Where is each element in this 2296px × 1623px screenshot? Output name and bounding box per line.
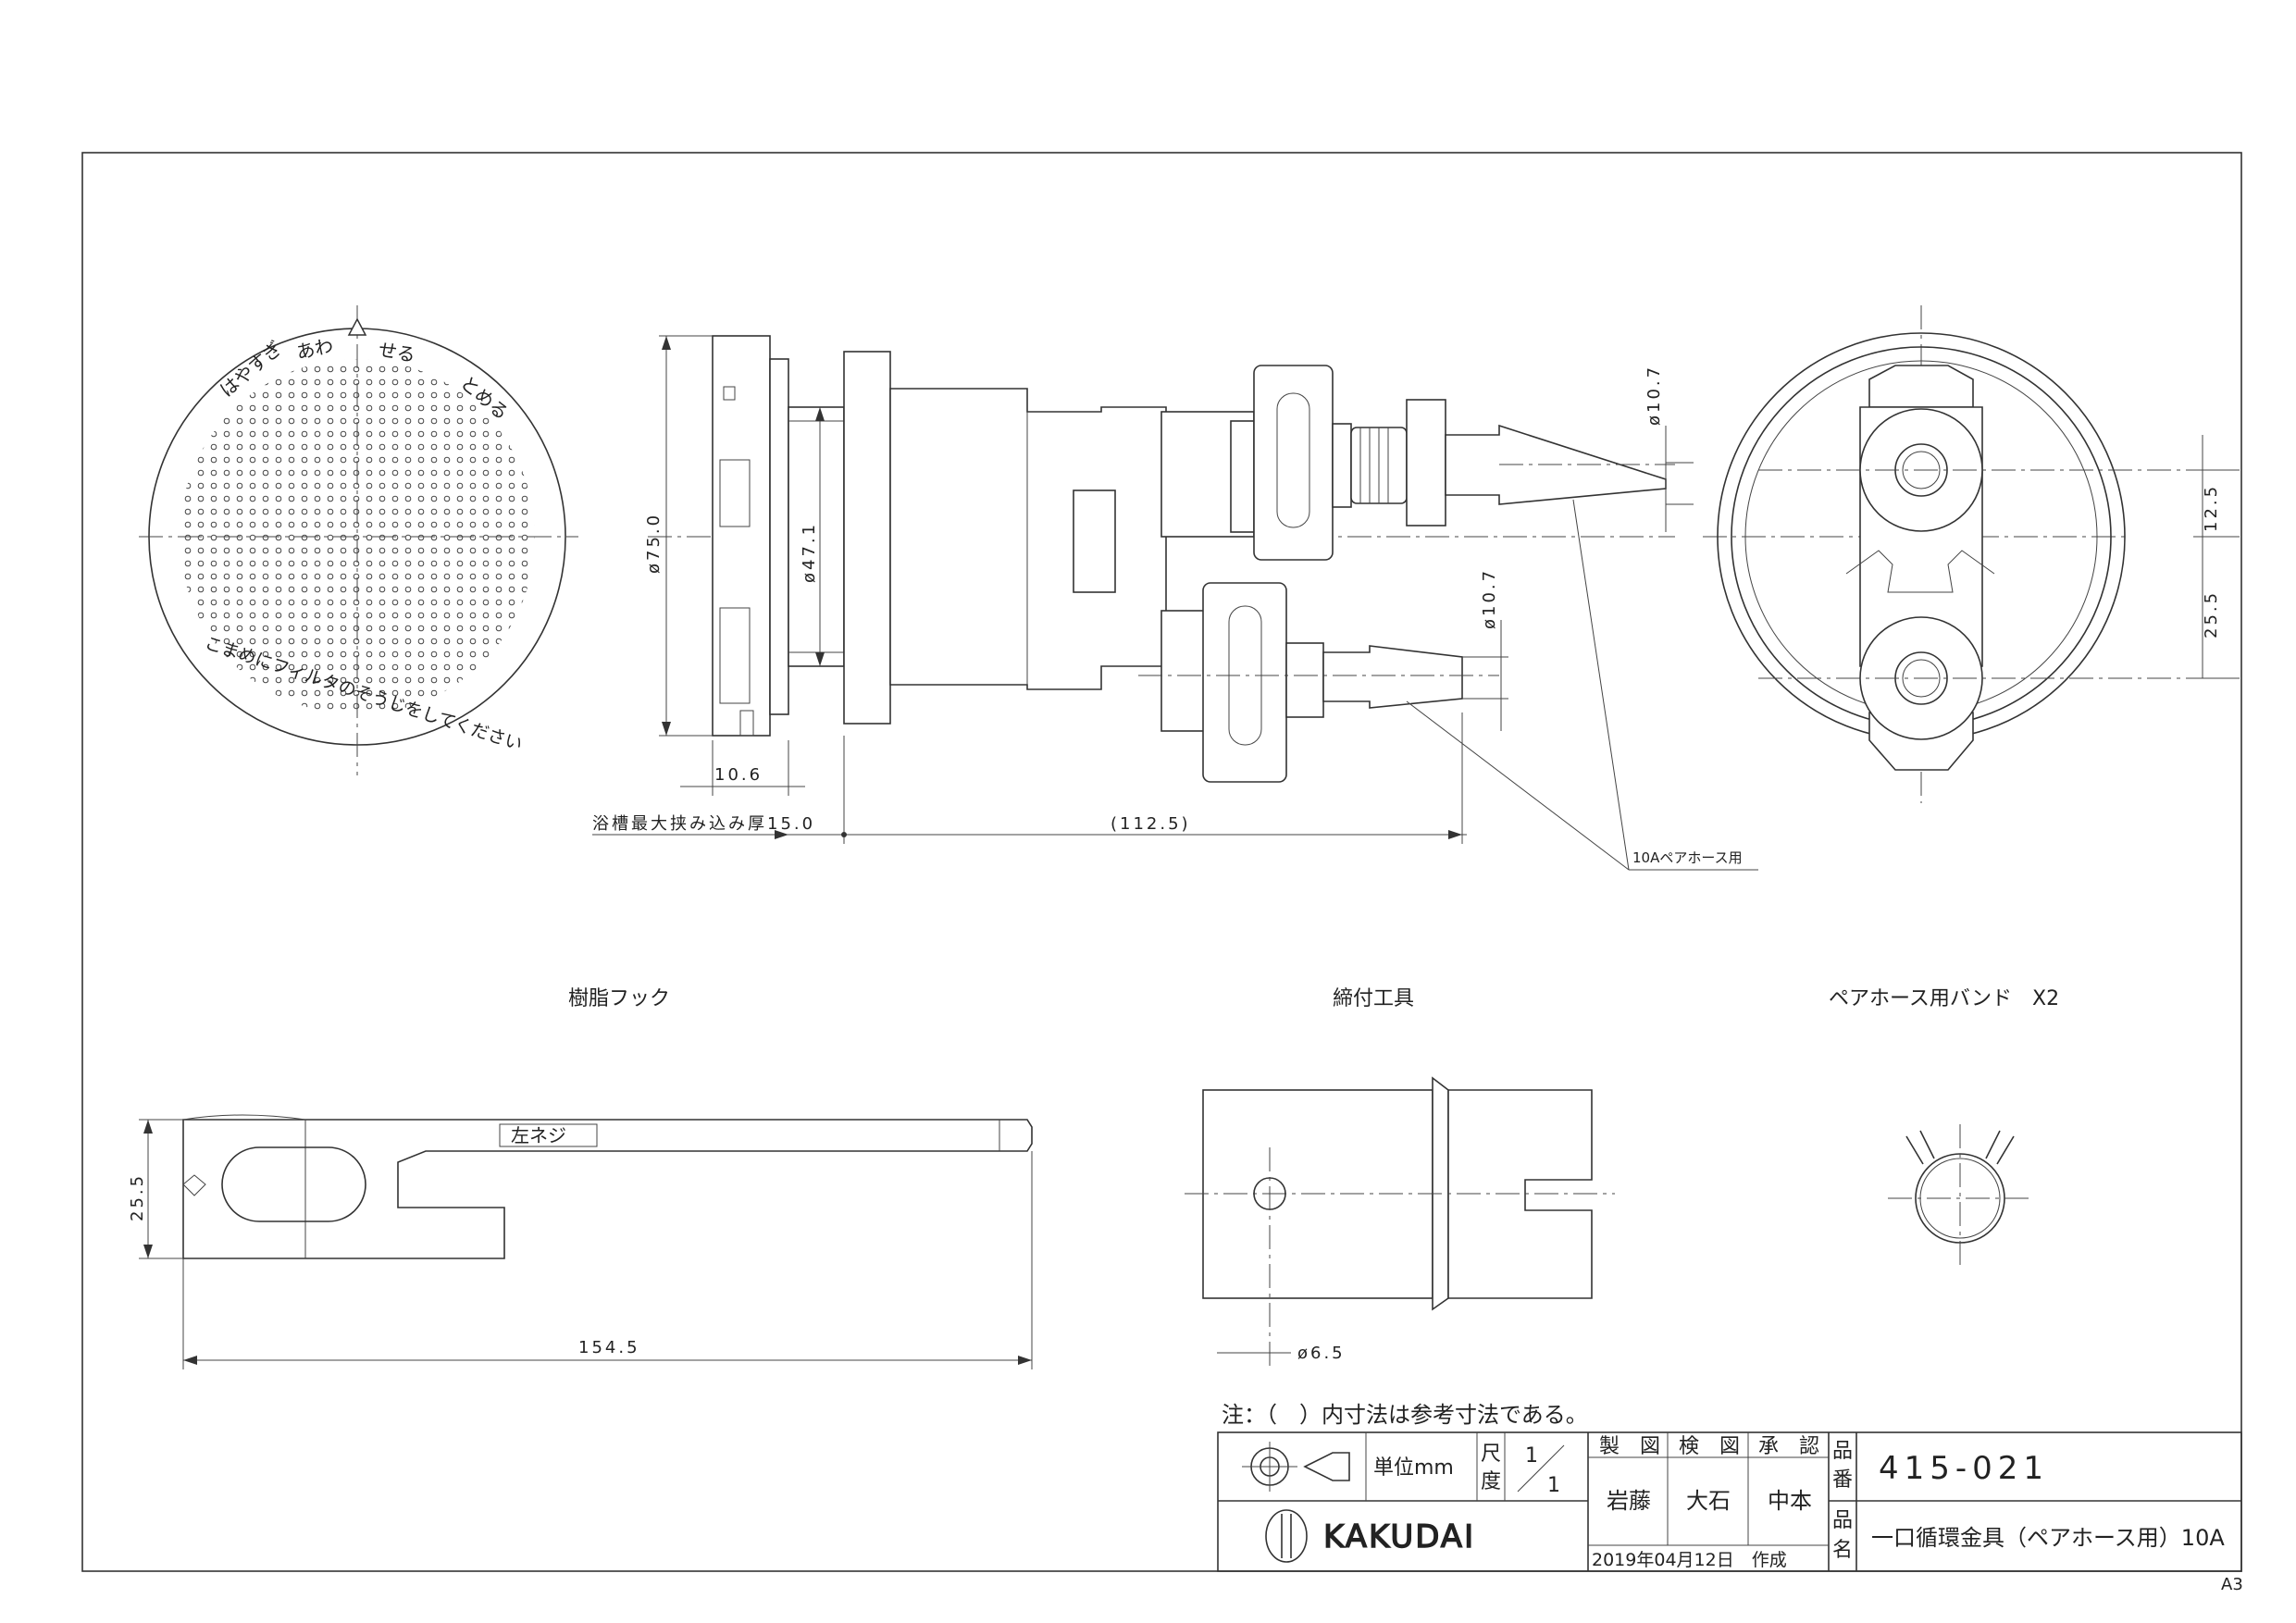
dim-dia-75: ø75.0 bbox=[644, 513, 664, 574]
dim-tub-max: 浴槽最大挟み込み厚15.0 bbox=[592, 814, 815, 834]
label-band: ペアホース用バンド X2 bbox=[1829, 987, 2059, 1010]
dim-pitch-12-5: 12.5 bbox=[2202, 484, 2221, 532]
third-angle-projection-icon bbox=[1242, 1442, 1350, 1492]
label-hook: 樹脂フック bbox=[568, 987, 670, 1010]
dim-10-6: 10.6 bbox=[714, 765, 763, 785]
part-no-label-1: 品 bbox=[1832, 1440, 1853, 1463]
title-block: 単位mm 尺 度 1 1 KAKUDAI 製 図 検 図 承 認 岩藤 大石 中… bbox=[1217, 1431, 2242, 1572]
stamp-left-thread: 左ネジ bbox=[511, 1124, 566, 1146]
name-drawn: 岩藤 bbox=[1607, 1488, 1651, 1514]
scale-label-2: 度 bbox=[1481, 1470, 1501, 1493]
scale-label-1: 尺 bbox=[1481, 1443, 1501, 1466]
col-checked: 検 図 bbox=[1679, 1435, 1740, 1458]
scale-denominator: 1 bbox=[1547, 1474, 1560, 1497]
dim-dia-47: ø47.1 bbox=[800, 522, 819, 583]
unit-label: 単位mm bbox=[1373, 1456, 1454, 1480]
callout-hose-10a: 10Aペアホース用 bbox=[1632, 849, 1743, 866]
company-name: KAKUDAI bbox=[1323, 1518, 1475, 1555]
dim-hook-height: 25.5 bbox=[128, 1173, 147, 1221]
name-checked: 大石 bbox=[1686, 1488, 1731, 1514]
resin-hook: 左ネジ 25.5 154.5 bbox=[128, 1114, 1033, 1369]
col-approved: 承 認 bbox=[1758, 1435, 1819, 1458]
dim-dia-10-7-top: ø10.7 bbox=[1644, 365, 1664, 426]
note-reference-dims: 注：（ ）内寸法は参考寸法である。 bbox=[1222, 1402, 1588, 1428]
col-drawn: 製 図 bbox=[1599, 1435, 1660, 1458]
dim-length-112: (112.5) bbox=[1111, 814, 1191, 834]
kakudai-logo-icon bbox=[1265, 1509, 1308, 1563]
product-name: 一口循環金具（ペアホース用）10A bbox=[1871, 1525, 2225, 1551]
dim-dia-10-7-bottom: ø10.7 bbox=[1480, 568, 1499, 629]
end-view: 12.5 25.5 bbox=[1703, 305, 2240, 803]
left-thread-stamp bbox=[499, 1123, 598, 1147]
dim-hook-length: 154.5 bbox=[578, 1338, 640, 1357]
triangle-mark-icon bbox=[347, 317, 367, 336]
name-approved: 中本 bbox=[1768, 1488, 1812, 1514]
hose-band bbox=[1888, 1124, 2032, 1270]
sheet-border bbox=[81, 152, 2242, 1572]
name-label-2: 名 bbox=[1832, 1539, 1853, 1562]
part-number: 415-021 bbox=[1879, 1450, 2049, 1487]
tightening-tool: ø6.5 bbox=[1185, 1076, 1615, 1369]
filter-text-top-mid: あわ bbox=[294, 334, 335, 364]
name-label-1: 品 bbox=[1832, 1509, 1853, 1532]
filter-front-view: はやすぎ あわ せる とめる こまめにフィルタのそうじをしてください bbox=[139, 305, 578, 775]
dim-pitch-25-5: 25.5 bbox=[2202, 590, 2221, 638]
part-no-label-2: 番 bbox=[1832, 1468, 1853, 1492]
creation-date: 2019年04月12日 作成 bbox=[1592, 1550, 1787, 1570]
label-tool: 締付工具 bbox=[1333, 987, 1414, 1010]
dim-tool-dia: ø6.5 bbox=[1297, 1344, 1346, 1363]
scale-numerator: 1 bbox=[1525, 1444, 1538, 1468]
sheet-size-label: A3 bbox=[2221, 1575, 2243, 1594]
side-view: ø75.0 ø47.1 10.6 浴槽最大挟み込み厚15.0 (112.5) ø… bbox=[592, 335, 1758, 871]
